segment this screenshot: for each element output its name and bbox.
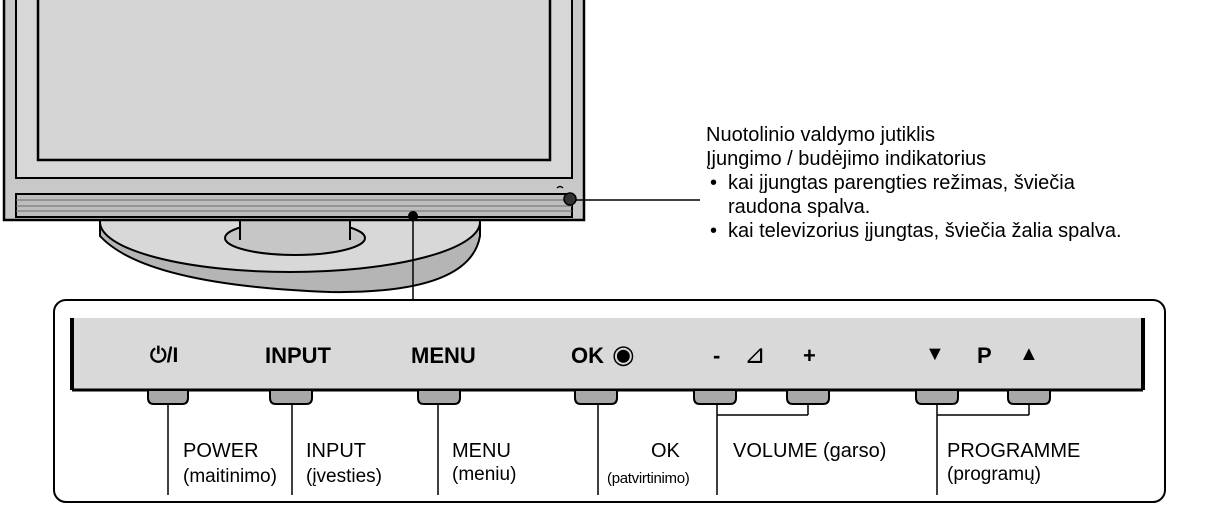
volume-ramp-icon: ⊿	[744, 339, 766, 369]
on-text: kai televizorius įjungtas, šviečia žalia…	[728, 220, 1122, 242]
standby-text-cont: raudona spalva.	[728, 196, 871, 218]
volume-callout-label: VOLUME (garso)	[733, 440, 887, 462]
ok-callout-sub: (patvirtinimo)	[607, 470, 690, 487]
tv-body	[2, 0, 586, 222]
menu-button	[417, 389, 461, 405]
panel-buttons	[147, 389, 1051, 405]
programme-p-label: P	[977, 343, 992, 368]
volume-minus-label: -	[713, 343, 721, 368]
button-callout-lines	[167, 404, 1030, 495]
input-panel-label: INPUT	[265, 343, 331, 368]
power-callout-label: POWER	[183, 440, 259, 462]
programme-down-icon: ▼	[925, 343, 945, 365]
input-callout-sub: (įvesties)	[306, 466, 383, 487]
on-bullet: • kai televizorius įjungtas, šviečia žali…	[706, 219, 1122, 243]
standby-text: kai įjungtas parengties režimas, šviečia	[728, 172, 1075, 194]
programme-up-icon: ▲	[1019, 343, 1039, 365]
programme-down-button	[915, 389, 959, 405]
menu-callout-label: MENU	[452, 440, 511, 462]
programme-callout-sub: (programų)	[947, 464, 1041, 485]
control-panel-strip	[70, 318, 1145, 392]
indicator-title: Įjungimo / budėjimo indikatorius	[706, 148, 987, 170]
power-symbol-label: ⏻/I	[150, 344, 179, 367]
bullet-mark: •	[710, 220, 718, 242]
volume-up-button	[786, 389, 830, 405]
menu-panel-label: MENU	[411, 343, 476, 368]
power-button	[147, 389, 189, 405]
sensor-title: Nuotolinio valdymo jutiklis	[706, 124, 935, 146]
ok-button	[574, 389, 618, 405]
menu-callout-sub: (meniu)	[452, 464, 517, 485]
input-callout-label: INPUT	[306, 440, 366, 462]
programme-up-button	[1007, 389, 1051, 405]
programme-callout-label: PROGRAMME	[947, 440, 1081, 462]
power-indicator-led	[563, 192, 577, 206]
power-callout-sub: (maitinimo)	[183, 466, 277, 487]
input-button	[269, 389, 313, 405]
bullet-mark: •	[710, 172, 718, 194]
volume-down-button	[693, 389, 737, 405]
ok-circle-icon: ◉	[612, 339, 635, 369]
standby-bullet: • kai įjungtas parengties režimas, švieči…	[706, 171, 1122, 195]
volume-plus-label: +	[803, 343, 816, 368]
sensor-info: Nuotolinio valdymo jutiklis Įjungimo / b…	[706, 123, 1122, 243]
ok-callout-label: OK	[651, 440, 680, 462]
ok-panel-label: OK	[571, 343, 604, 368]
